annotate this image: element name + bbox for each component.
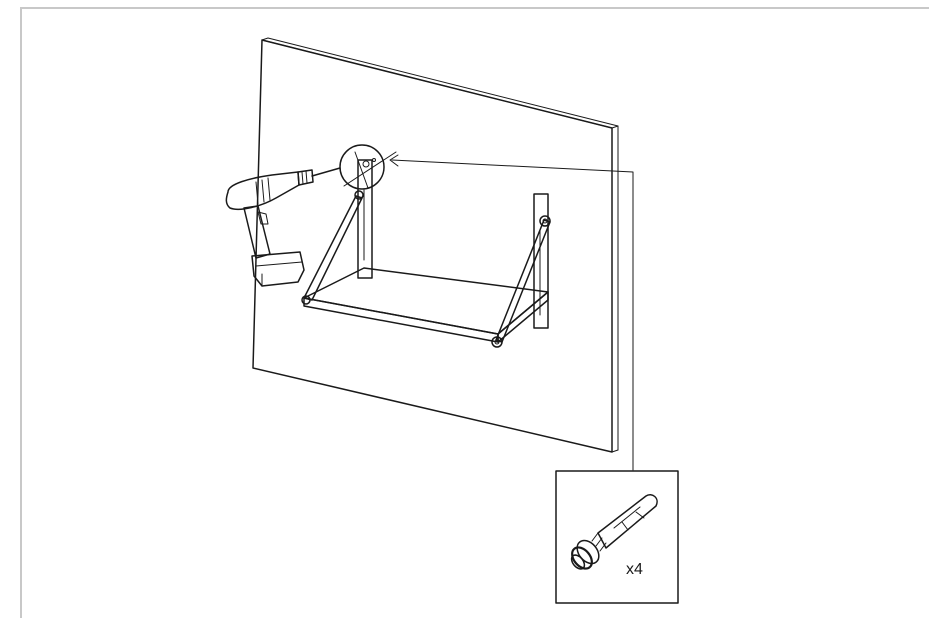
shelf	[301, 159, 551, 348]
drill-icon	[225, 167, 341, 287]
quantity-label: x4	[626, 561, 643, 578]
anchor-bolt-icon	[570, 494, 658, 570]
wall-panel	[252, 37, 619, 453]
page-frame	[20, 7, 929, 618]
leader-line	[389, 154, 634, 471]
hardware-callout-box	[555, 470, 679, 604]
detail-circle	[339, 144, 397, 190]
